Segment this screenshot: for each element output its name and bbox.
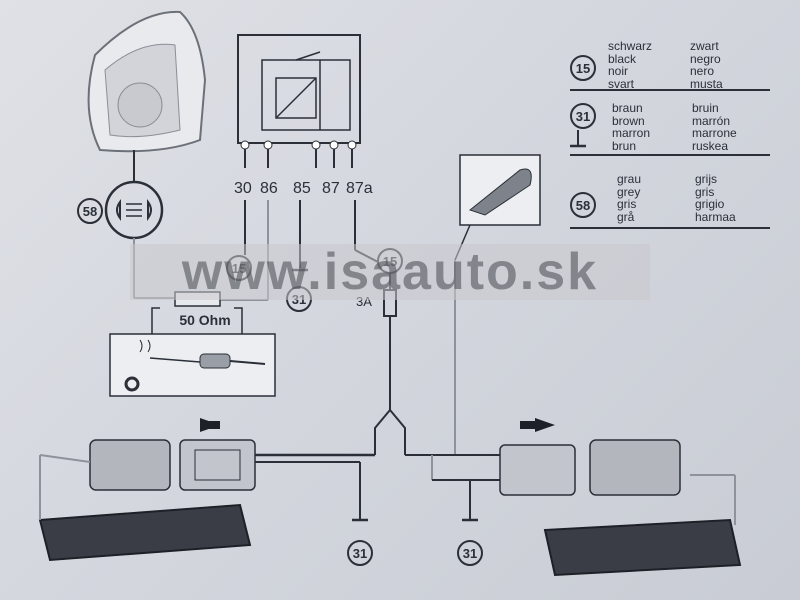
relay-pin-87a: 87a xyxy=(346,180,373,197)
legend-circle-31: 31 xyxy=(570,103,596,129)
insulating-tape-icon xyxy=(454,154,541,261)
right-drl-lamp-icon xyxy=(543,474,742,577)
legend-58-right: grijs gris grigio harmaa xyxy=(695,172,736,224)
relay-icon xyxy=(237,34,361,168)
legend-15-right: zwart negro nero musta xyxy=(690,39,723,91)
left-connector-icon xyxy=(89,418,256,491)
headlamp-icon xyxy=(87,10,207,153)
watermark: www.isaauto.sk xyxy=(130,243,650,301)
legend-31-left: braun brown marron brun xyxy=(612,101,651,153)
legend-58-left: grau grey gris grå xyxy=(617,172,642,224)
right-connector-icon xyxy=(499,418,681,496)
relay-pin-86: 86 xyxy=(260,180,278,197)
resistor-label: 50 Ohm xyxy=(179,312,231,328)
legend-circle-58: 58 xyxy=(570,192,596,218)
legend-15-left: schwarz black noir svart xyxy=(608,39,653,91)
wire-junction xyxy=(255,409,500,522)
soldering-iron-icon xyxy=(109,333,276,397)
legend-dividers xyxy=(570,89,770,229)
relay-pin-85: 85 xyxy=(293,180,311,197)
legend-31-right: bruin marrón marrone ruskea xyxy=(692,101,737,153)
ground-left-31-label: 31 xyxy=(347,540,373,566)
legend-circle-15: 15 xyxy=(570,55,596,81)
lamp-circuit-58-label: 58 xyxy=(77,198,103,224)
relay-pin-87: 87 xyxy=(322,180,340,197)
left-drl-lamp-icon xyxy=(38,454,252,562)
relay-pin-30: 30 xyxy=(234,180,252,197)
ground-right-31-label: 31 xyxy=(457,540,483,566)
